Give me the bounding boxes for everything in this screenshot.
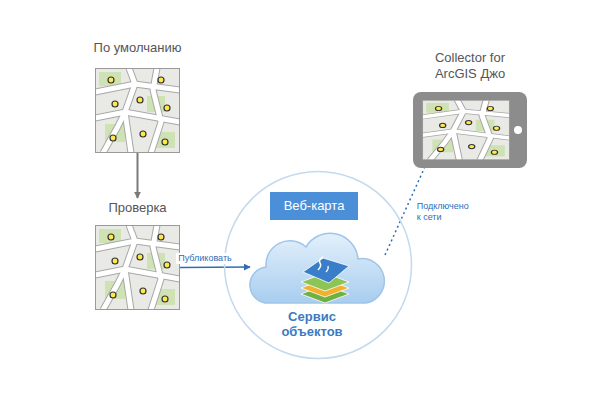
layers-icon [301, 257, 349, 303]
edge-label: Публиковать [176, 253, 233, 264]
node-heading: По умолчанию [55, 38, 220, 56]
node-heading: Сервис объектов [264, 309, 360, 339]
map-node: По умолчанию [95, 38, 180, 153]
node-heading: Проверка [55, 198, 220, 216]
map-thumbnail [95, 225, 180, 310]
edge-label: Подключено к сети [415, 201, 473, 223]
tablet-device [413, 92, 527, 168]
tablet-node: Collector for ArcGIS Джо [413, 92, 527, 168]
region-outline [225, 172, 412, 359]
feature-service-node: Сервис объектов [250, 225, 385, 345]
node-heading: Collector for ArcGIS Джо [413, 50, 527, 82]
web-map-region: Веб-картаСервис объектов [223, 170, 413, 360]
map-thumbnail [95, 68, 180, 153]
flow-arrow [137, 153, 139, 198]
node-heading: Веб-карта [270, 192, 359, 220]
cloud-icon [250, 233, 384, 303]
flow-arrow [180, 266, 250, 268]
map-node: Проверка [95, 198, 180, 310]
